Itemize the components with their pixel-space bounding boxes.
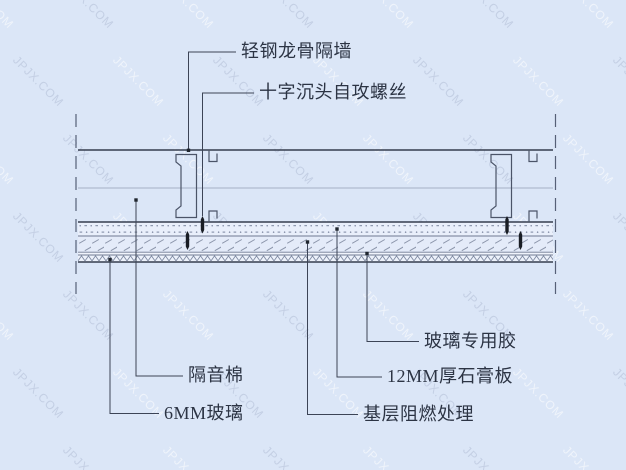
section-break-lines [75, 114, 557, 294]
leader-lines [109, 51, 419, 415]
label-insulation: 隔音棉 [188, 365, 244, 385]
layer-separator-lines [78, 235, 553, 256]
glass-zigzag-hatch [78, 255, 553, 262]
label-gypsum: 12MM厚石膏板 [387, 366, 514, 386]
leader-dot [305, 240, 310, 244]
label-glass: 6MM玻璃 [164, 403, 244, 423]
label-partition: 轻钢龙骨隔墙 [241, 41, 352, 61]
leader-dot [335, 227, 339, 231]
right-stud-clip-bottom [528, 210, 538, 222]
leader-dots [108, 148, 369, 262]
leader-dot [186, 148, 191, 152]
leader-dot [108, 257, 112, 262]
leader-dot [134, 198, 138, 202]
label-glass-glue: 玻璃专用胶 [424, 331, 517, 351]
left-stud-profile [175, 153, 198, 219]
main-wall-lines [78, 149, 553, 263]
label-flame: 基层阻燃处理 [363, 404, 474, 424]
leader-glass [109, 259, 159, 414]
self-tapping-screws [185, 216, 523, 250]
leader-gypsum [336, 229, 382, 378]
screw-symbol [200, 216, 205, 234]
steel-studs [175, 150, 538, 222]
leader-insulation [135, 200, 183, 377]
screw-symbol [505, 216, 509, 235]
screw-symbol [185, 231, 190, 250]
glue-band [78, 252, 553, 255]
screw-symbol [518, 231, 523, 250]
left-stud-clip-bottom [208, 210, 218, 222]
left-stud-clip-top [208, 150, 218, 163]
leader-flame [307, 242, 358, 415]
leader-dot [365, 251, 369, 256]
gypsum-hatch [78, 222, 553, 236]
right-stud-clip-top [528, 150, 538, 163]
leader-glass-glue [366, 253, 419, 342]
leader-partition [188, 51, 236, 150]
leader-screw [202, 92, 254, 216]
layer-bands [78, 222, 553, 262]
flame-hatch [78, 236, 553, 252]
right-stud-profile [490, 153, 513, 219]
label-screw: 十字沉头自攻螺丝 [259, 82, 407, 102]
